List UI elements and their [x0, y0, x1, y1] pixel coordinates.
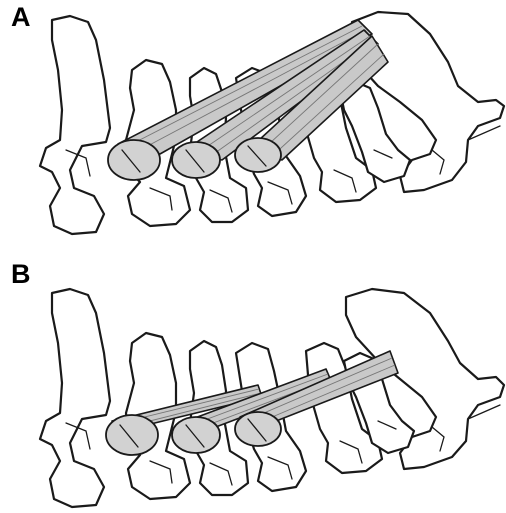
panel-a: A: [0, 0, 506, 256]
vertebra-a-1: [40, 16, 110, 234]
muscle-origin-b-2: [172, 417, 220, 453]
spine-illustration-b: [0, 257, 506, 513]
muscle-origin-a-3: [235, 138, 281, 172]
muscle-origin-b-3: [235, 412, 281, 446]
muscle-origin-b-1: [106, 415, 158, 455]
vertebra-b-1: [40, 289, 110, 507]
muscle-origin-a-2: [172, 142, 220, 178]
panel-b: B: [0, 257, 506, 513]
muscle-origin-a-1: [108, 140, 160, 180]
spine-illustration-a: [0, 0, 506, 256]
